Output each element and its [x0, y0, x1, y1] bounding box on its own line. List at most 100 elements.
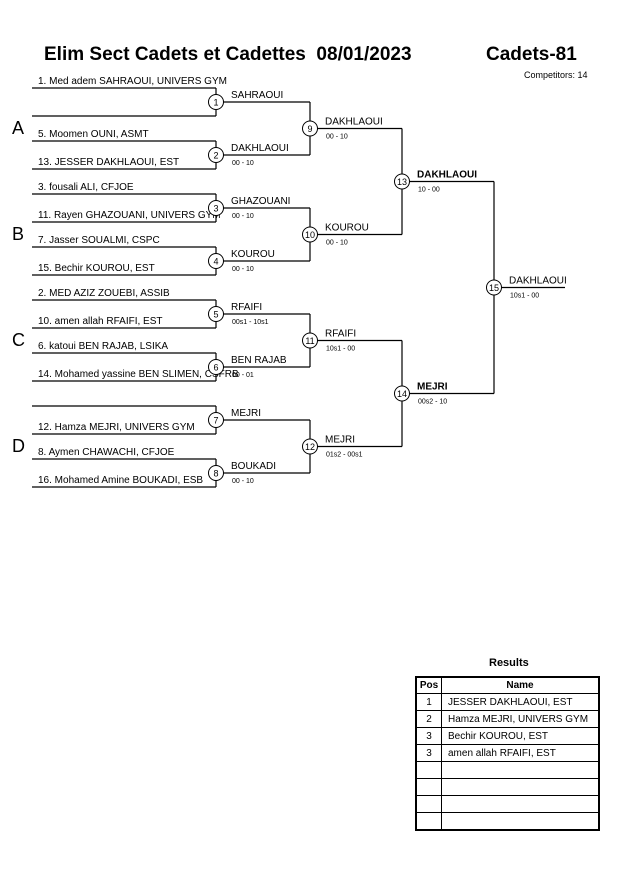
match-score: 00 - 10 — [326, 240, 348, 247]
match-winner: DAKHLAOUI — [509, 276, 567, 287]
competitor-name: 14. Mohamed yassine BEN SLIMEN, CSFRB — [38, 369, 239, 380]
result-name — [441, 812, 600, 831]
match-winner: DAKHLAOUI — [417, 170, 477, 181]
result-pos — [415, 778, 442, 796]
result-name — [441, 778, 600, 796]
competitor-name: 12. Hamza MEJRI, UNIVERS GYM — [38, 422, 195, 433]
competitor-name: 16. Mohamed Amine BOUKADI, ESB — [38, 475, 203, 486]
table-row — [415, 795, 600, 813]
match-winner: KOUROU — [325, 223, 369, 234]
result-pos — [415, 761, 442, 779]
competitor-name: 5. Moomen OUNI, ASMT — [38, 129, 149, 140]
result-pos: 3 — [415, 744, 442, 762]
match-score: 10s1 - 00 — [510, 293, 539, 300]
competitors-value: 14 — [577, 70, 588, 80]
match-number: 7 — [213, 416, 218, 426]
competitor-name: 11. Rayen GHAZOUANI, UNIVERS GYM — [38, 210, 221, 221]
match-score: 00 - 10 — [232, 478, 254, 485]
match-number: 2 — [213, 151, 218, 161]
result-name: Bechir KOUROU, EST — [441, 727, 600, 745]
result-pos: 3 — [415, 727, 442, 745]
match-winner: GHAZOUANI — [231, 196, 290, 207]
result-name: Hamza MEJRI, UNIVERS GYM — [441, 710, 600, 728]
match-number: 5 — [213, 310, 218, 320]
match-number-circle — [394, 173, 410, 190]
competitors-count: Competitors: 14 — [524, 70, 588, 80]
match-score: 00 - 10 — [232, 160, 254, 167]
match-winner: DAKHLAOUI — [325, 117, 383, 128]
results-title: Results — [489, 657, 529, 669]
competitor-name: 10. amen allah RFAIFI, EST — [38, 316, 163, 327]
result-pos: 2 — [415, 710, 442, 728]
match-winner: DAKHLAOUI — [231, 143, 289, 154]
results-col-name: Name — [441, 676, 600, 694]
competitor-name: 7. Jasser SOUALMI, CSPC — [38, 235, 160, 246]
competitors-label: Competitors: — [524, 70, 576, 80]
match-number-circle — [208, 94, 224, 110]
match-number-circle — [208, 147, 224, 163]
pool-letter: C — [12, 330, 25, 350]
match-winner: MEJRI — [231, 408, 261, 419]
match-number-circle — [208, 200, 224, 216]
match-number-circle — [208, 306, 224, 322]
results-header-row: Pos Name — [415, 676, 600, 694]
match-number: 4 — [213, 257, 218, 267]
match-number: 6 — [213, 363, 218, 373]
match-number: 8 — [213, 469, 218, 479]
competitor-name: 15. Bechir KOUROU, EST — [38, 263, 155, 274]
match-number-circle — [208, 412, 224, 428]
match-score: 00 - 01 — [232, 372, 254, 379]
match-winner: BOUKADI — [231, 461, 276, 472]
match-winner: SAHRAOUI — [231, 90, 283, 101]
result-pos — [415, 812, 442, 831]
match-number: 15 — [489, 283, 499, 293]
competitor-name: 13. JESSER DAKHLAOUI, EST — [38, 157, 179, 168]
result-name — [441, 795, 600, 813]
result-pos — [415, 795, 442, 813]
match-number-circle — [208, 465, 224, 481]
match-score: 00 - 10 — [232, 266, 254, 273]
results-col-pos: Pos — [415, 676, 442, 694]
match-number: 1 — [213, 98, 218, 108]
match-winner: MEJRI — [325, 435, 355, 446]
competitor-name: 1. Med adem SAHRAOUI, UNIVERS GYM — [38, 76, 227, 87]
match-winner: KOUROU — [231, 249, 275, 260]
result-name: amen allah RFAIFI, EST — [441, 744, 600, 762]
match-number: 14 — [397, 389, 407, 399]
match-score: 00 - 10 — [232, 213, 254, 220]
match-number-circle — [302, 332, 318, 349]
pool-letter: D — [12, 436, 25, 456]
match-number: 11 — [305, 336, 314, 346]
result-name: JESSER DAKHLAOUI, EST — [441, 693, 600, 711]
match-number-circle — [208, 359, 224, 375]
match-score: 10 - 00 — [418, 187, 440, 194]
competitor-name: 3. fousali ALI, CFJOE — [38, 182, 134, 193]
competitor-name: 8. Aymen CHAWACHI, CFJOE — [38, 447, 175, 458]
match-number-circle — [394, 385, 410, 402]
match-score: 00s2 - 10 — [418, 399, 447, 406]
table-row — [415, 778, 600, 796]
page-title: Elim Sect Cadets et Cadettes 08/01/2023 — [44, 44, 412, 65]
match-number-circle — [302, 226, 318, 243]
match-number: 3 — [213, 204, 218, 214]
match-number-circle — [486, 279, 502, 296]
match-winner: BEN RAJAB — [231, 355, 287, 366]
result-name — [441, 761, 600, 779]
table-row — [415, 812, 600, 831]
competitor-name: 2. MED AZIZ ZOUEBI, ASSIB — [38, 288, 170, 299]
match-number: 13 — [397, 177, 407, 187]
competitor-name: 6. katoui BEN RAJAB, LSIKA — [38, 341, 168, 352]
match-number-circle — [302, 120, 318, 137]
match-number-circle — [302, 438, 318, 455]
match-score: 01s2 - 00s1 — [326, 452, 363, 459]
result-pos: 1 — [415, 693, 442, 711]
match-score: 00 - 10 — [326, 134, 348, 141]
category-title: Cadets-81 — [486, 44, 577, 65]
match-number-circle — [208, 253, 224, 269]
table-row — [415, 761, 600, 779]
